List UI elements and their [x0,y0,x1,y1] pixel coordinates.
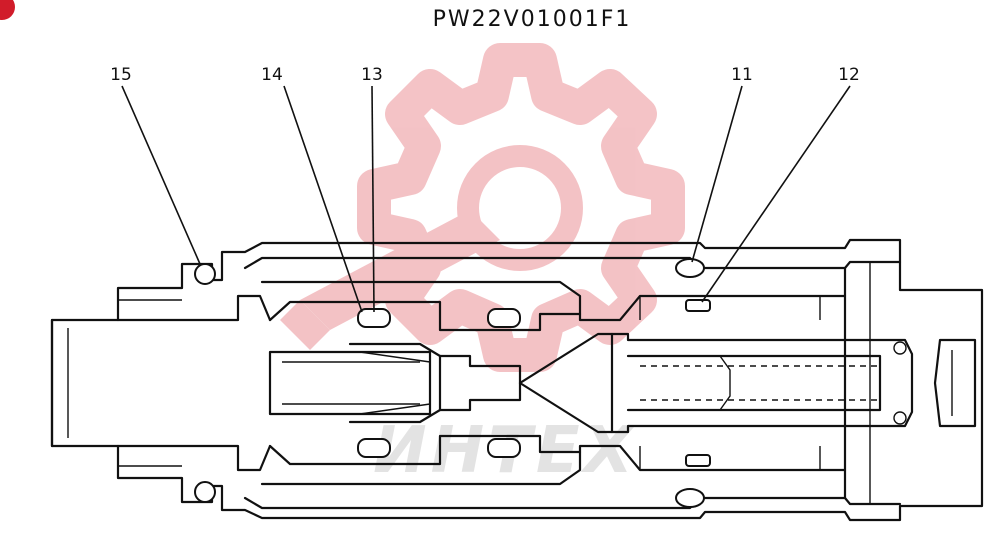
callout-leaders [121,85,851,313]
callout-13: 13 [361,65,383,85]
leader-12 [701,85,851,303]
o-ring-11-lower [675,488,705,508]
spool-assembly [268,296,914,470]
leader-14 [283,85,363,313]
leader-13 [371,85,375,313]
backup-ring-12-upper [685,299,711,312]
o-ring-15-lower [194,481,216,503]
backup-ring-12-lower [685,454,711,467]
drawing-code: PW22V01001F1 [433,7,632,32]
seals [194,258,711,508]
callout-14: 14 [261,65,283,85]
leader-11 [691,85,743,263]
o-ring-mid-upper [487,308,521,328]
o-ring-mid-lower [487,438,521,458]
o-ring-15-upper [194,263,216,285]
o-ring-13-lower [357,438,391,458]
leader-15 [121,85,201,265]
watermark-gear-icon [280,43,685,372]
callout-15: 15 [110,65,132,85]
callout-12: 12 [838,65,860,85]
callout-11: 11 [731,65,753,85]
corner-badge [0,0,15,20]
o-ring-11-upper [675,258,705,278]
